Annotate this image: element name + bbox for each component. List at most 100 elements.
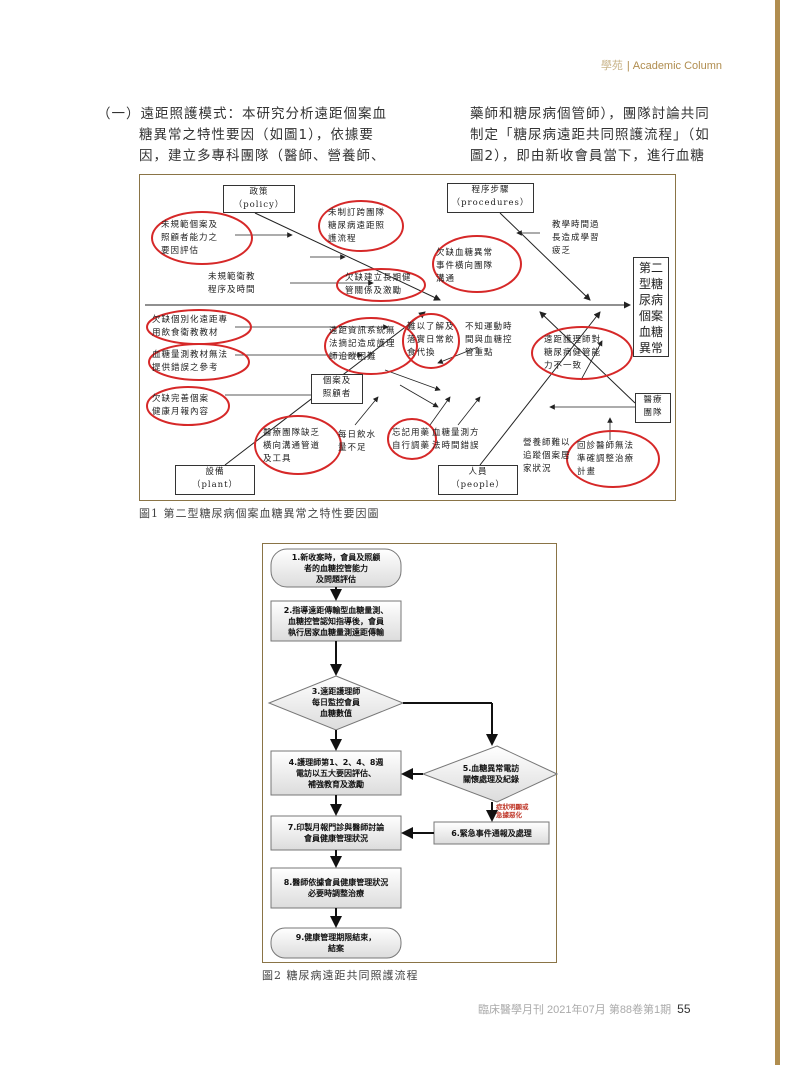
flow-step-6: 6.緊急事件通報及處理 [434, 828, 549, 839]
cause-text: 教學時間過 長造成學習 疲乏 [552, 219, 600, 258]
cause-text: 忘記用藥 自行調藥 [392, 427, 430, 453]
cause-text: 不知運動時 間與血糖控 管重點 [465, 321, 513, 360]
cause-line: 每日飲水 [338, 430, 377, 440]
cause-line: 提供錯誤之參考 [152, 363, 219, 373]
cause-line: 未規範衛教 [208, 272, 256, 282]
column-header-zh: 學苑 [600, 60, 623, 72]
step-line: 關懷處理及紀錄 [463, 775, 519, 784]
step-line: 每日監控會員 [312, 698, 360, 707]
flowchart-diagram: 1.新收案時，會員及照顧 者的血糖控管能力 及問題評估 2.指導遠距傳輸型血糖量… [262, 543, 558, 963]
cause-line: 溝通 [436, 274, 456, 284]
cause-line: 管關係及激勵 [345, 286, 403, 296]
category-box-procedures: 程序步驟 （procedures） [447, 183, 534, 213]
cause-line: 追蹤個案居 [523, 451, 571, 461]
cause-text: 醫療團隊缺乏 橫向溝通管道 及工具 [263, 427, 320, 466]
step-line: 會員健康管理狀況 [304, 834, 368, 843]
cause-line: 健康月報內容 [152, 407, 210, 417]
step-line: 7.印製月報門診與醫師討論 [287, 823, 385, 832]
category-label: 政策 [249, 187, 269, 197]
cause-line: 未規範個案及 [161, 220, 219, 230]
cause-line: 用飲食衛教教材 [152, 328, 219, 338]
flow-step-5: 5.血糖異常電訪 關懷處理及紀錄 [433, 763, 549, 785]
intro-text-right: 藥師和糖尿病個管師），團隊討論共同 制定「糖尿病遠距共同照護流程」（如 圖2），… [470, 104, 725, 167]
category-box-plant: 設備 （plant） [175, 465, 255, 495]
cause-text: 未規範衛教 程序及時間 [208, 271, 256, 297]
cause-line: 糖尿病遠距照 [328, 221, 386, 231]
cause-text: 難以了解及 落實日常飲 食代換 [407, 321, 455, 360]
cause-line: 計畫 [577, 467, 597, 477]
effect-label: 個案 [638, 309, 663, 323]
cause-line: 師追蹤困難 [329, 352, 377, 362]
step-line: 2.指導遠距傳輸型血糖量測、 [283, 606, 389, 615]
intro-line: 制定「糖尿病遠距共同照護流程」（如 [470, 127, 710, 143]
category-label: 設備 [205, 467, 225, 477]
journal-info: 臨床醫學月刊 2021年07月 第88卷第1期 [478, 1004, 672, 1016]
category-label: 團隊 [643, 408, 663, 418]
category-label: （policy） [233, 200, 285, 210]
cause-line: 自行調藥 [392, 441, 431, 451]
step-line: 4.護理師第1、2、4、8週 [288, 758, 384, 767]
step-line: 8.醫師依據會員健康管理狀況 [283, 878, 389, 887]
cause-line: 血糖量測方 [432, 428, 480, 438]
effect-label: 血糖 [638, 325, 663, 339]
cause-line: 教學時間過 [552, 220, 600, 230]
cause-line: 護流程 [328, 234, 357, 244]
flow-step-1: 1.新收案時，會員及照顧 者的血糖控管能力 及問題評估 [271, 552, 401, 585]
figure1-caption: 圖1 第二型糖尿病個案血糖異常之特性要因圖 [139, 507, 380, 520]
step-line: 結案 [328, 944, 344, 953]
category-label: （people） [451, 480, 505, 490]
cause-line: 欠缺完善個案 [152, 394, 210, 404]
effect-box: 第二 型糖 尿病 個案 血糖 異常 [633, 257, 669, 357]
cause-line: 力不一致 [544, 361, 583, 371]
cause-line: 及工具 [263, 454, 292, 464]
category-box-policy: 政策 （policy） [223, 185, 295, 213]
flowchart-shapes [267, 548, 558, 959]
intro-line: 圖2），即由新收會員當下，進行血糖 [470, 148, 705, 164]
cause-line: 血糖量測教材無法 [152, 350, 229, 360]
cause-line: 欠缺建立長期健 [345, 273, 412, 283]
cause-line: 法時間錯誤 [432, 441, 480, 451]
category-label: 醫療 [643, 395, 663, 405]
cause-line: 遠距護理師對 [544, 335, 602, 345]
cause-line: 食代換 [407, 348, 436, 358]
column-header-en: | Academic Column [626, 60, 722, 72]
step-line: 及問題評估 [316, 575, 356, 584]
step-line: 必要時調整治療 [308, 889, 364, 898]
cause-line: 橫向溝通管道 [263, 441, 321, 451]
flow-condition-note: 症狀明顯或 急據惡化 [496, 803, 546, 819]
step-line: 3.遠距護理師 [311, 687, 361, 696]
cause-line: 回診醫師無法 [577, 441, 635, 451]
cause-line: 管重點 [465, 348, 494, 358]
intro-line: 糖異常之特性要因（如圖1），依據要 [139, 127, 374, 143]
cause-text: 遠距護理師對 糖尿病健管能 力不一致 [544, 334, 601, 373]
category-label: 人員 [468, 467, 488, 477]
step-line: 1.新收案時，會員及照顧 [291, 553, 381, 562]
step-line: 5.血糖異常電訪 [462, 764, 520, 773]
cause-line: 營養師難以 [523, 438, 571, 448]
cause-text: 欠缺血糖異常 事件橫向團隊 溝通 [436, 247, 493, 286]
cause-text: 欠缺完善個案 健康月報內容 [152, 393, 209, 419]
step-line: 血糖數值 [320, 709, 352, 718]
cause-line: 落實日常飲 [407, 335, 455, 345]
flow-step-2: 2.指導遠距傳輸型血糖量測、 血糖控管認知指導後，會員 執行居家血糖量測遠距傳輸 [271, 605, 401, 638]
cause-text: 營養師難以 追蹤個案居 家狀況 [523, 437, 571, 476]
column-header: 學苑| Academic Column [601, 57, 722, 73]
flow-step-8: 8.醫師依據會員健康管理狀況 必要時調整治療 [271, 877, 401, 899]
category-label: 個案及 [322, 376, 352, 386]
cause-line: 法摘記造成護理 [329, 339, 396, 349]
effect-label: 第二 [638, 261, 663, 275]
cause-line: 遠距資訊系統無 [329, 326, 396, 336]
cause-line: 準確調整治療 [577, 454, 635, 464]
figure2-caption: 圖2 糖尿病遠距共同照護流程 [262, 969, 419, 982]
flow-step-7: 7.印製月報門診與醫師討論 會員健康管理狀況 [271, 822, 401, 844]
cause-text: 血糖量測教材無法 提供錯誤之參考 [152, 349, 228, 375]
cause-text: 回診醫師無法 準確調整治療 計畫 [577, 440, 634, 479]
intro-line: （一）遠距照護模式：本研究分析遠距個案血 [97, 106, 387, 122]
flow-step-9: 9.健康管理期限結束， 結案 [271, 932, 401, 954]
step-line: 執行居家血糖量測遠距傳輸 [288, 628, 384, 637]
cause-text: 未制訂跨團隊 糖尿病遠距照 護流程 [328, 207, 385, 246]
step-line: 補強教育及激勵 [308, 780, 364, 789]
step-line: 電訪以五大要因評估、 [296, 769, 376, 778]
cause-line: 欠缺血糖異常 [436, 248, 494, 258]
category-label: （plant） [191, 480, 239, 490]
